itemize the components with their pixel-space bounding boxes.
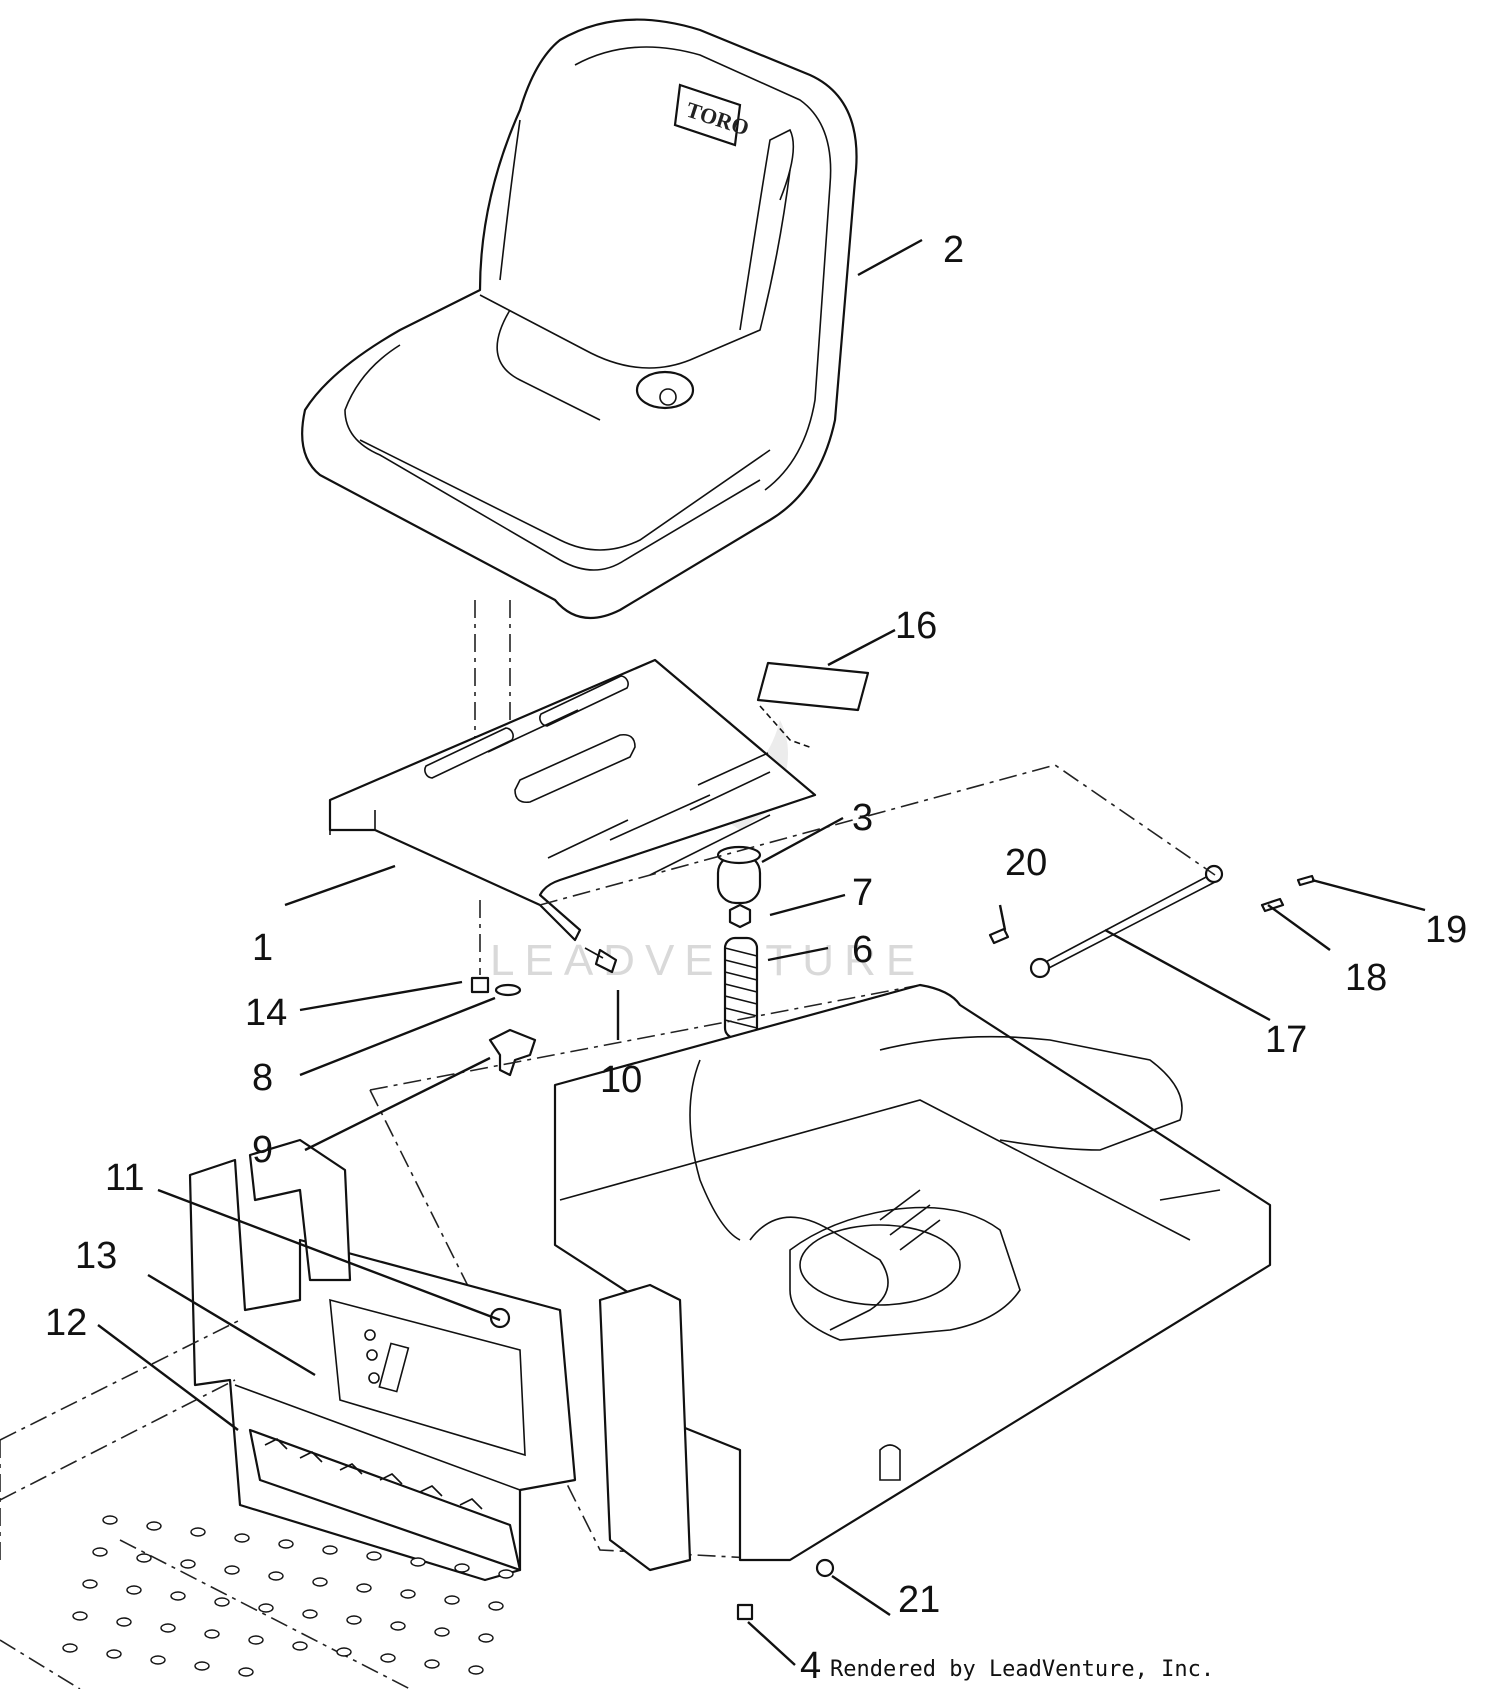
washer-8: [494, 983, 522, 997]
floor-pan: [0, 1319, 514, 1689]
floor-dot: [390, 1621, 406, 1631]
floor-dot: [366, 1551, 382, 1561]
floor-dot: [126, 1585, 142, 1595]
callout-2: 2: [943, 229, 964, 271]
floor-dot: [194, 1661, 210, 1671]
bolt-4: [736, 1603, 754, 1621]
floor-dot: [292, 1641, 308, 1651]
floor-dot: [258, 1603, 274, 1613]
floor-dot: [146, 1521, 162, 1531]
floor-dot: [312, 1577, 328, 1587]
knob-9: [488, 1028, 537, 1077]
callout-4: 4: [800, 1645, 821, 1687]
floor-dot: [336, 1647, 352, 1657]
floor-dot: [136, 1553, 152, 1563]
floor-dot: [278, 1539, 294, 1549]
control-panel: [188, 1138, 692, 1582]
callout-11: 11: [105, 1157, 144, 1199]
floor-dot: [150, 1655, 166, 1665]
floor-dot: [380, 1653, 396, 1663]
callout-1: 1: [252, 927, 273, 969]
floor-dot: [498, 1569, 514, 1579]
floor-dot: [224, 1565, 240, 1575]
floor-dot: [356, 1583, 372, 1593]
grommet-11: [489, 1307, 511, 1329]
floor-dot: [444, 1595, 460, 1605]
seat: TORO: [301, 18, 858, 620]
watermark-text: LEADVENTURE: [490, 936, 925, 985]
seat-plate: [328, 658, 817, 942]
credit-text: Rendered by LeadVenture, Inc.: [830, 1657, 1214, 1682]
floor-dot: [268, 1571, 284, 1581]
callout-6: 6: [852, 929, 873, 971]
floor-dot: [322, 1545, 338, 1555]
callout-18: 18: [1345, 957, 1387, 999]
floor-dot: [346, 1615, 362, 1625]
floor-dot: [62, 1643, 78, 1653]
bolt-10: [584, 947, 618, 974]
callout-20: 20: [1005, 842, 1047, 884]
floor-dot: [190, 1527, 206, 1537]
callout-17: 17: [1265, 1019, 1307, 1061]
floor-dots: [62, 1515, 514, 1677]
callout-labels: 2 16 3 7 6 1 14 8 9 10 20 17 18 19 11 13…: [45, 229, 1467, 1687]
floor-dot: [204, 1629, 220, 1639]
callout-7: 7: [852, 872, 873, 914]
callout-3: 3: [852, 797, 873, 839]
floor-dot: [488, 1601, 504, 1611]
floor-dot: [410, 1557, 426, 1567]
callout-12: 14: [245, 992, 287, 1034]
callout-9: 9: [252, 1129, 273, 1171]
leader-lines: [97, 238, 1426, 1666]
callout-14: 13: [75, 1235, 117, 1277]
floor-dot: [454, 1563, 470, 1573]
fastener-12: [470, 900, 490, 994]
floor-dot: [102, 1515, 118, 1525]
floor-dot: [214, 1597, 230, 1607]
floor-dot: [400, 1589, 416, 1599]
floor-dot: [180, 1559, 196, 1569]
callout-21: 21: [898, 1579, 940, 1621]
floor-dot: [170, 1591, 186, 1601]
floor-dot: [116, 1617, 132, 1627]
floor-dot: [238, 1667, 254, 1677]
callout-13: 12: [45, 1302, 87, 1344]
floor-dot: [234, 1533, 250, 1543]
floor-dot: [302, 1609, 318, 1619]
floor-dot: [92, 1547, 108, 1557]
floor-dot: [72, 1611, 88, 1621]
mower-frame: [369, 764, 1272, 1562]
floor-dot: [248, 1635, 264, 1645]
spring: [723, 936, 759, 1040]
floor-dot: [82, 1579, 98, 1589]
callout-19: 19: [1425, 909, 1467, 951]
callout-8: 8: [252, 1057, 273, 1099]
nut-21: [815, 1558, 835, 1578]
floor-dot: [434, 1627, 450, 1637]
callout-10: 10: [600, 1059, 642, 1101]
floor-dot: [424, 1659, 440, 1669]
floor-dot: [478, 1633, 494, 1643]
decal: [756, 661, 870, 712]
floor-dot: [106, 1649, 122, 1659]
floor-dot: [160, 1623, 176, 1633]
callout-16: 16: [895, 605, 937, 647]
floor-dot: [468, 1665, 484, 1675]
